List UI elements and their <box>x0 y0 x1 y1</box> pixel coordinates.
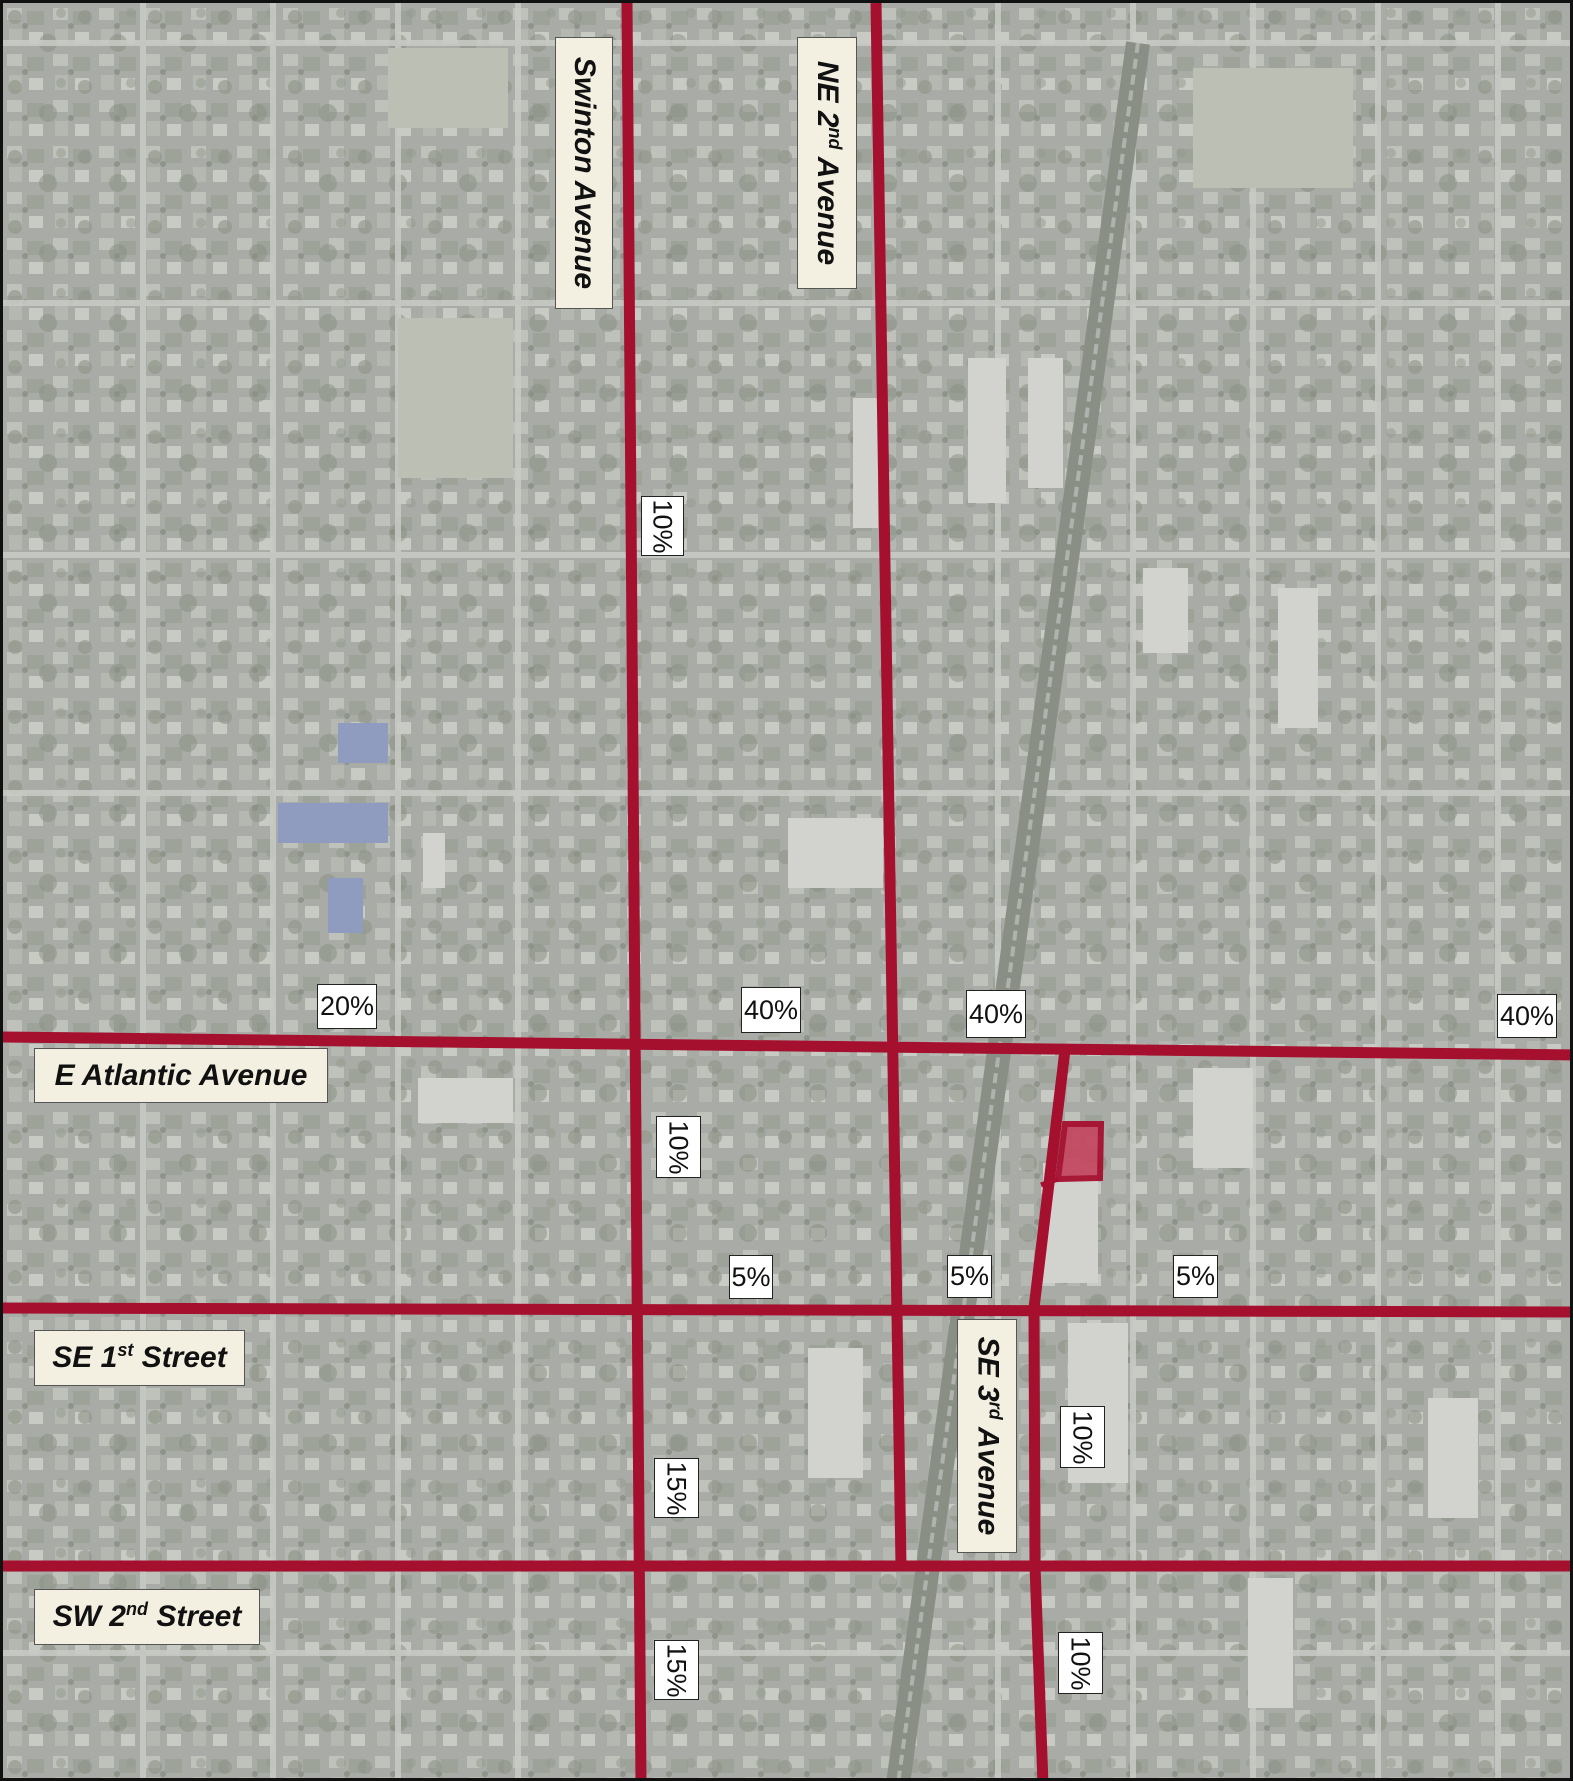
street-label-sw-2nd-street: SW 2nd Street <box>34 1589 260 1645</box>
street-name-ordinal: st <box>117 1340 134 1360</box>
pct-swinton-north: 10% <box>641 496 684 556</box>
street-name-suffix: Avenue <box>971 1419 1005 1536</box>
pct-swinton-se1st-to-sw2nd: 15% <box>654 1458 699 1518</box>
tree-canopy <box>3 3 1570 1778</box>
pct-swinton-atlantic-to-se1st: 10% <box>656 1116 701 1178</box>
street-label-se-1st-street: SE 1st Street <box>34 1330 245 1386</box>
pct-se1st-west: 5% <box>729 1255 773 1299</box>
pct-se3rd-south: 10% <box>1058 1632 1103 1694</box>
street-label-e-atlantic-avenue: E Atlantic Avenue <box>34 1048 328 1103</box>
street-label-se-3rd-avenue: SE 3rd Avenue <box>957 1319 1017 1553</box>
street-name-suffix: Street <box>147 1600 242 1633</box>
street-label-swinton-avenue: Swinton Avenue <box>555 37 613 309</box>
site-access-line <box>1040 1176 1059 1188</box>
street-name: Swinton Avenue <box>568 56 601 290</box>
e-atlantic-avenue-road <box>3 1031 1570 1061</box>
site-parcel <box>1054 1121 1105 1183</box>
street-name-suffix: Street <box>133 1341 227 1374</box>
pct-atlantic-mid-east: 40% <box>966 990 1026 1038</box>
pct-se1st-mid: 5% <box>947 1255 992 1298</box>
highlighted-roads <box>3 3 1570 1778</box>
street-name-prefix: SE 3 <box>971 1336 1005 1402</box>
tennis-courts <box>278 723 388 933</box>
street-name: E Atlantic Avenue <box>54 1058 308 1092</box>
park-areas <box>388 48 1353 478</box>
pct-swinton-south: 15% <box>654 1640 699 1700</box>
se-1st-street-road <box>3 1302 1570 1318</box>
street-name-ordinal: rd <box>985 1401 1006 1420</box>
aerial-map <box>3 3 1570 1778</box>
pct-atlantic-west: 20% <box>317 984 377 1029</box>
railroad-corridor <box>886 41 1150 1778</box>
swinton-avenue-road <box>621 3 647 1778</box>
buildings <box>418 358 1478 1708</box>
street-label-ne-2nd-avenue: NE 2nd Avenue <box>797 37 857 289</box>
street-name-ordinal: nd <box>125 1599 148 1619</box>
pct-atlantic-mid-west: 40% <box>741 987 801 1033</box>
street-name-ordinal: nd <box>825 127 846 150</box>
pct-se3rd-se1st-to-sw2nd: 10% <box>1060 1406 1105 1468</box>
se-3rd-avenue-road <box>1028 1049 1071 1778</box>
pct-atlantic-east: 40% <box>1497 994 1557 1038</box>
pct-se1st-east: 5% <box>1173 1255 1218 1298</box>
street-name-prefix: SW 2 <box>52 1600 126 1633</box>
street-name-prefix: SE 1 <box>52 1341 118 1374</box>
street-name-prefix: NE 2 <box>811 60 845 128</box>
street-name-suffix: Avenue <box>811 149 845 266</box>
